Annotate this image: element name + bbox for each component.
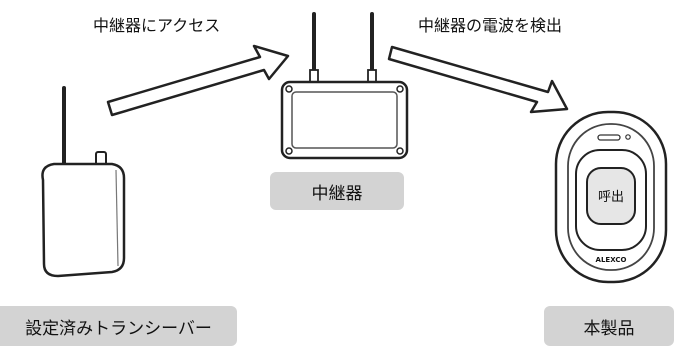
relay-label: 中継器 — [270, 172, 404, 210]
transceiver-device — [41, 86, 126, 278]
access-arrow-caption: 中継器にアクセス — [93, 16, 221, 35]
product-brand-text: ALEXCO — [596, 256, 627, 264]
transceiver-label: 設定済みトランシーバー — [0, 306, 237, 346]
detect-arrow-caption: 中継器の電波を検出 — [418, 16, 563, 35]
product-label: 本製品 — [544, 306, 674, 346]
product-button-text: 呼出 — [598, 190, 624, 205]
access-arrow — [106, 44, 290, 117]
relay-device — [280, 12, 409, 160]
detect-arrow — [387, 45, 569, 114]
product-device: 呼出 ALEXCO — [554, 110, 668, 284]
